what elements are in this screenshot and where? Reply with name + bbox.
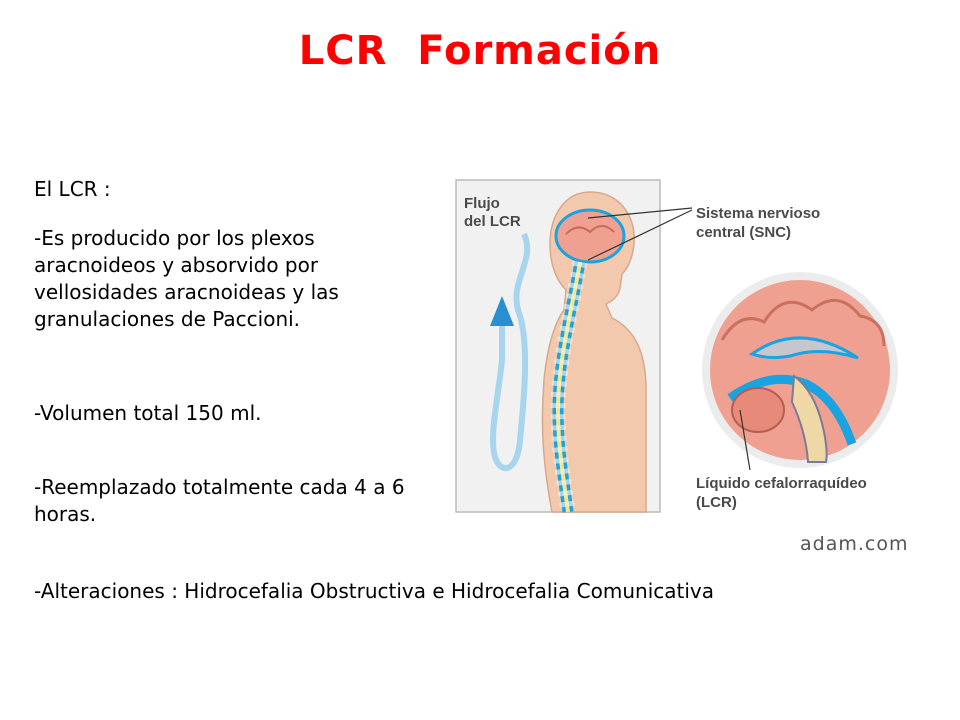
- flow-arrow: [489, 232, 531, 472]
- intro-text: El LCR :: [34, 177, 111, 201]
- magnified-folds: [720, 299, 886, 347]
- lcr-label-line2: (LCR): [696, 494, 737, 511]
- lcr-pointer: [739, 409, 751, 471]
- brand-label: adam.com: [800, 533, 908, 555]
- snc-pointer-a: [587, 207, 693, 219]
- brain-shape: [554, 208, 626, 264]
- brainstem-shape: [790, 374, 828, 463]
- paragraph-alterations: -Alteraciones : Hidrocefalia Obstructiva…: [34, 579, 714, 603]
- brain-folds: [565, 225, 615, 235]
- paragraph-volume: -Volumen total 150 ml.: [34, 401, 262, 425]
- magnified-brain: [710, 280, 890, 460]
- vertebrae: [550, 260, 588, 513]
- slide-title: LCR Formación: [298, 28, 662, 74]
- snc-label-line1: Sistema nervioso: [696, 205, 820, 222]
- ventricle-shape: [748, 336, 859, 360]
- cerebellum-shape: [731, 387, 785, 433]
- flow-label-line2: del LCR: [464, 213, 521, 230]
- body-silhouette: [541, 191, 647, 513]
- csf-flow-illustration: Flujo del LCR Sistema nervioso central (…: [455, 179, 908, 555]
- snc-pointer-b: [587, 209, 693, 261]
- flow-arrowhead: [490, 296, 514, 326]
- snc-label-line2: central (SNC): [696, 224, 791, 241]
- paragraph-production: -Es producido por los plexos aracnoideos…: [34, 226, 339, 331]
- lcr-label-line1: Líquido cefalorraquídeo: [696, 475, 867, 492]
- csf-channel: [727, 374, 857, 446]
- paragraph-replacement: -Reemplazado totalmente cada 4 a 6 horas…: [34, 475, 405, 526]
- flow-label-line1: Flujo: [464, 195, 500, 212]
